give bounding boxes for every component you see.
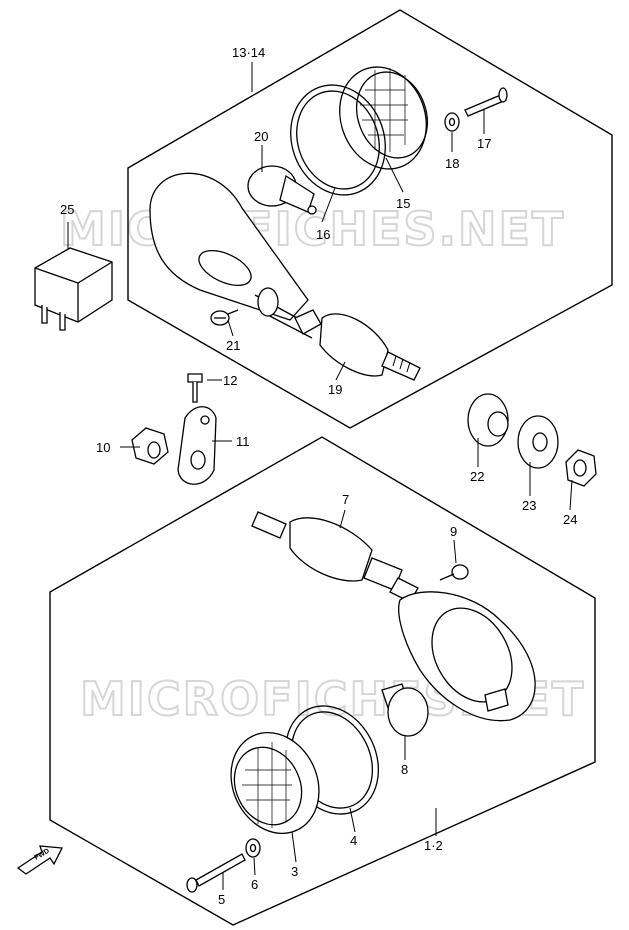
lens-rim-part-16	[290, 84, 386, 196]
callout-18: 18	[445, 156, 459, 171]
washer-part-6	[245, 838, 261, 858]
callout-15: 15	[396, 196, 410, 211]
screw-part-21	[210, 309, 239, 326]
bulb-part-20	[247, 165, 317, 215]
callout-23: 23	[522, 498, 536, 513]
lens-part-15	[339, 66, 428, 170]
callout-17: 17	[477, 136, 491, 151]
callout-24: 24	[563, 512, 577, 527]
stem-part-7	[251, 511, 419, 603]
nut-part-10	[131, 427, 169, 465]
callout-11: 11	[236, 434, 250, 449]
callout-16: 16	[316, 227, 330, 242]
washer-part-18	[444, 112, 460, 132]
lower-assembly-frame	[49, 436, 596, 926]
callout-10: 10	[96, 440, 110, 455]
relay-part-25	[34, 247, 113, 331]
callout-20: 20	[254, 129, 268, 144]
bulb-part-8	[381, 683, 429, 737]
callout-21: 21	[226, 338, 240, 353]
leader-lines	[67, 62, 573, 890]
callout-labels: 13·14 20 16 15 18 17 25 21 19 12 10 11 2…	[60, 45, 577, 907]
callout-12: 12	[223, 373, 237, 388]
callout-4: 4	[350, 833, 357, 848]
screw-part-5	[186, 853, 246, 893]
grommet-part-22	[467, 393, 509, 447]
callout-1-2: 1·2	[424, 838, 443, 853]
callout-22: 22	[470, 469, 484, 484]
nut-part-24	[565, 449, 597, 487]
housing-part-1-2	[398, 591, 536, 722]
callout-9: 9	[450, 524, 457, 539]
callout-3: 3	[291, 864, 298, 879]
callout-6: 6	[251, 877, 258, 892]
callout-13-14: 13·14	[232, 45, 265, 60]
callout-7: 7	[342, 492, 349, 507]
screw-part-9	[439, 564, 469, 581]
callout-19: 19	[328, 382, 342, 397]
housing-part-13-14	[149, 172, 313, 339]
callout-8: 8	[401, 762, 408, 777]
callout-5: 5	[218, 892, 225, 907]
bracket-part-11	[177, 406, 217, 485]
washer-part-23	[517, 415, 559, 469]
bolt-part-12	[187, 373, 203, 403]
callout-25: 25	[60, 202, 74, 217]
upper-assembly-frame	[127, 9, 613, 429]
fwd-arrow-icon: FWD	[16, 845, 64, 875]
lens-part-3	[230, 731, 320, 835]
screw-part-17	[464, 87, 508, 117]
stem-part-19	[294, 309, 421, 381]
